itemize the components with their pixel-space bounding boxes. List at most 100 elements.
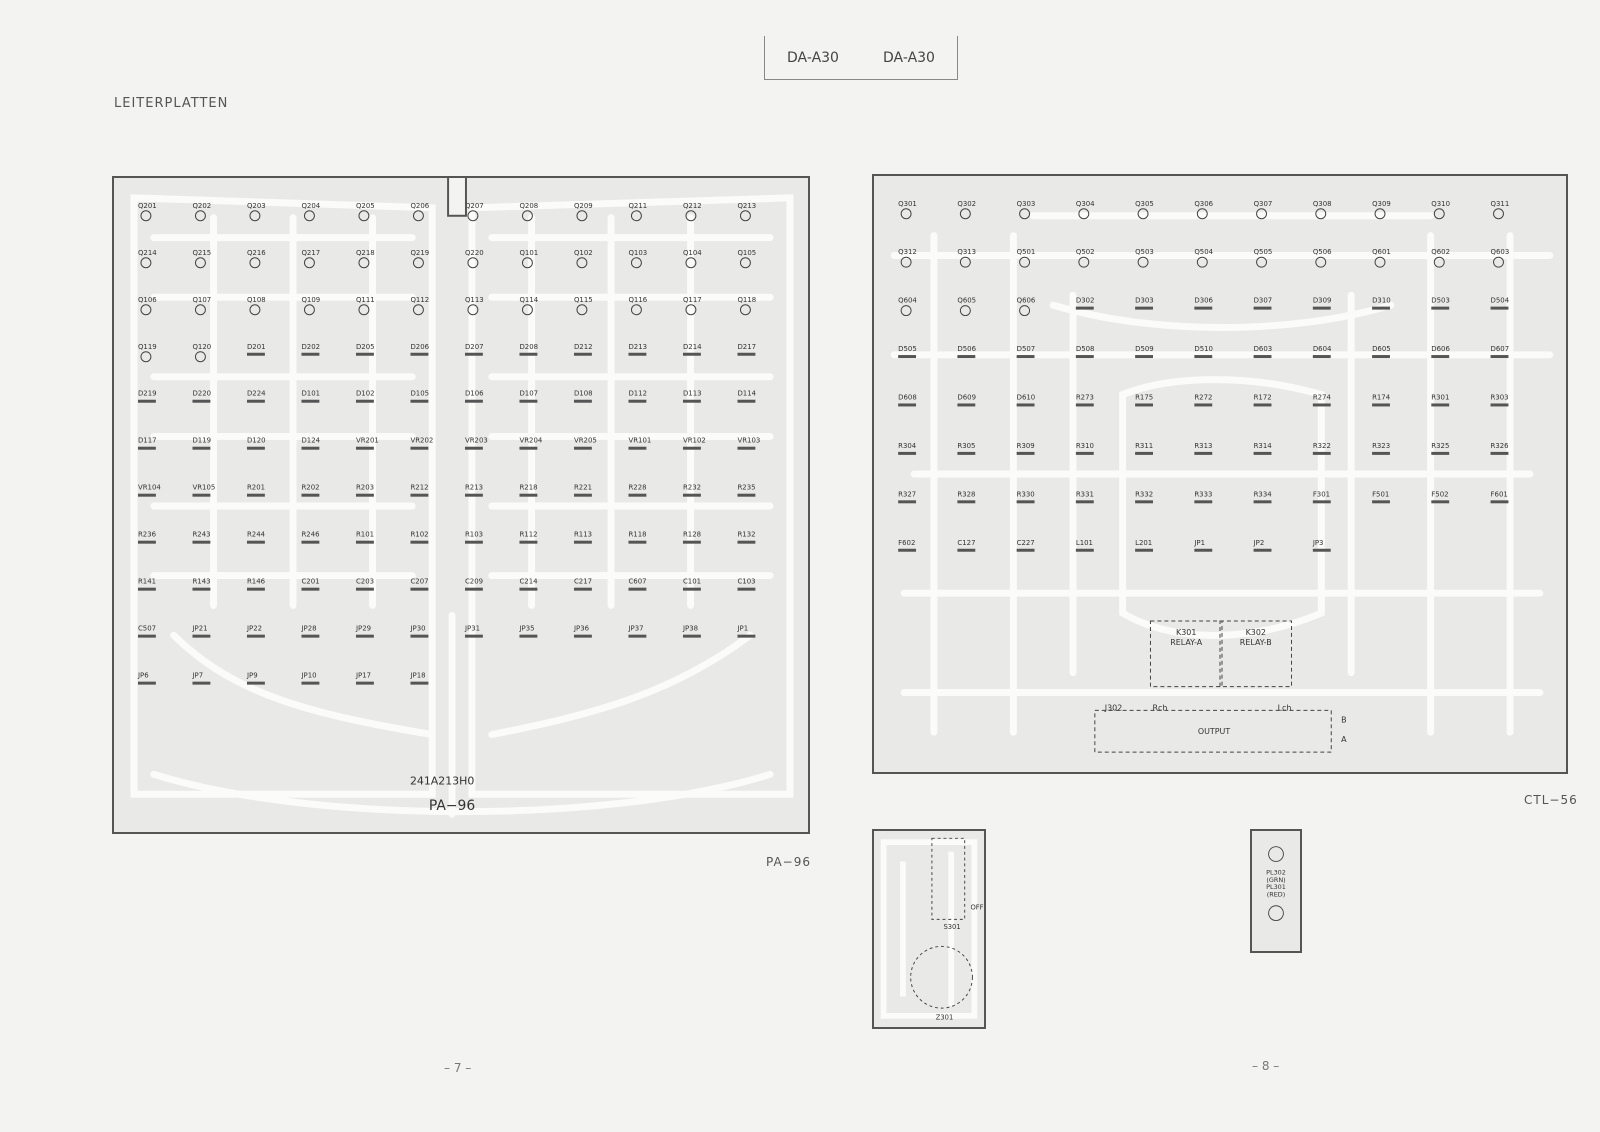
- component-label: Q208: [519, 202, 538, 210]
- component-footprint: [192, 493, 211, 497]
- transistor-footprint: [521, 210, 533, 222]
- transistor-footprint: [630, 304, 642, 316]
- component-label: D302: [1076, 297, 1095, 305]
- component-footprint: [355, 493, 374, 497]
- component-label: D219: [138, 390, 157, 398]
- component-footprint: [301, 446, 320, 450]
- component-footprint: [1253, 500, 1272, 504]
- component-label: C101: [683, 578, 701, 586]
- component-label: R309: [1017, 442, 1035, 450]
- component-footprint: [957, 355, 976, 359]
- component-footprint: [898, 500, 917, 504]
- component-footprint: [1253, 306, 1272, 310]
- component-label: Q501: [1017, 248, 1036, 256]
- component-label: JP3: [1312, 539, 1324, 547]
- transistor-footprint: [467, 210, 479, 222]
- component-label: JP2: [1253, 539, 1265, 547]
- relay-b-label: RELAY-B: [1240, 638, 1272, 647]
- component-label: R213: [465, 484, 483, 492]
- component-footprint: [410, 540, 429, 544]
- component-footprint: [957, 451, 976, 455]
- component-label: R218: [519, 484, 537, 492]
- transistor-footprint: [303, 210, 315, 222]
- component-footprint: [519, 446, 538, 450]
- component-label: Q103: [628, 249, 647, 257]
- component-label: Q108: [247, 296, 266, 304]
- component-label: C214: [519, 578, 538, 586]
- transistor-footprint: [685, 304, 697, 316]
- component-label: R232: [683, 484, 701, 492]
- component-label: Q111: [356, 296, 375, 304]
- transistor-footprint: [140, 304, 152, 316]
- component-footprint: [246, 634, 265, 638]
- component-label: R272: [1194, 394, 1212, 402]
- transistor-footprint: [249, 304, 261, 316]
- component-footprint: [682, 493, 701, 497]
- component-label: D208: [519, 343, 538, 351]
- component-footprint: [301, 352, 320, 356]
- component-label: C227: [1017, 539, 1035, 547]
- component-label: JP30: [409, 625, 425, 633]
- component-label: C127: [957, 539, 975, 547]
- component-label: D112: [628, 390, 647, 398]
- transistor-footprint: [249, 210, 261, 222]
- component-label: Q117: [683, 296, 702, 304]
- page-number-right: – 8 –: [1252, 1059, 1280, 1073]
- component-footprint: [682, 634, 701, 638]
- component-footprint: [246, 540, 265, 544]
- component-label: R327: [898, 490, 916, 498]
- component-label: R332: [1135, 490, 1153, 498]
- component-label: Q207: [465, 202, 484, 210]
- component-footprint: [519, 493, 538, 497]
- component-label: Q105: [737, 249, 756, 257]
- component-label: D113: [683, 390, 702, 398]
- transistor-footprint: [685, 210, 697, 222]
- component-label: D610: [1017, 394, 1036, 402]
- component-label: R175: [1135, 394, 1153, 402]
- component-footprint: [1431, 500, 1450, 504]
- model-label-right: DA-A30: [883, 49, 935, 66]
- component-footprint: [1372, 500, 1390, 504]
- component-footprint: [246, 587, 265, 591]
- component-label: C209: [465, 578, 483, 586]
- transistor-footprint: [959, 208, 971, 220]
- component-footprint: [1312, 306, 1331, 310]
- lch-label: Lch: [1278, 703, 1292, 712]
- component-label: Q312: [898, 248, 917, 256]
- component-footprint: [410, 352, 429, 356]
- component-footprint: [573, 540, 592, 544]
- terminal-a-label: A: [1341, 735, 1347, 744]
- component-footprint: [137, 399, 156, 403]
- component-footprint: [192, 587, 211, 591]
- component-footprint: [1372, 355, 1390, 359]
- transistor-footprint: [739, 210, 751, 222]
- k302-label: K302: [1246, 628, 1266, 637]
- transistor-footprint: [1256, 256, 1268, 268]
- component-label: Q604: [898, 297, 917, 305]
- component-footprint: [628, 352, 647, 356]
- component-label: D224: [247, 390, 266, 398]
- component-label: F601: [1491, 490, 1508, 498]
- component-footprint: [737, 540, 756, 544]
- transistor-footprint: [959, 256, 971, 268]
- component-label: D105: [410, 390, 429, 398]
- pl301-lamp: [1268, 905, 1284, 921]
- component-footprint: [1312, 451, 1331, 455]
- transistor-footprint: [900, 305, 912, 317]
- component-label: D507: [1017, 345, 1036, 353]
- pl302-label: PL302: [1266, 868, 1286, 876]
- component-footprint: [1194, 306, 1213, 310]
- component-label: Q120: [192, 343, 211, 351]
- component-label: D605: [1372, 345, 1391, 353]
- component-label: Q107: [192, 296, 211, 304]
- transistor-footprint: [467, 257, 479, 269]
- component-label: Q313: [957, 248, 976, 256]
- component-label: R325: [1431, 442, 1449, 450]
- transistor-footprint: [194, 304, 206, 316]
- transistor-footprint: [630, 210, 642, 222]
- component-footprint: [1312, 355, 1331, 359]
- component-footprint: [628, 493, 647, 497]
- component-label: C207: [410, 578, 428, 586]
- component-label: Q601: [1372, 248, 1391, 256]
- component-footprint: [1075, 403, 1094, 407]
